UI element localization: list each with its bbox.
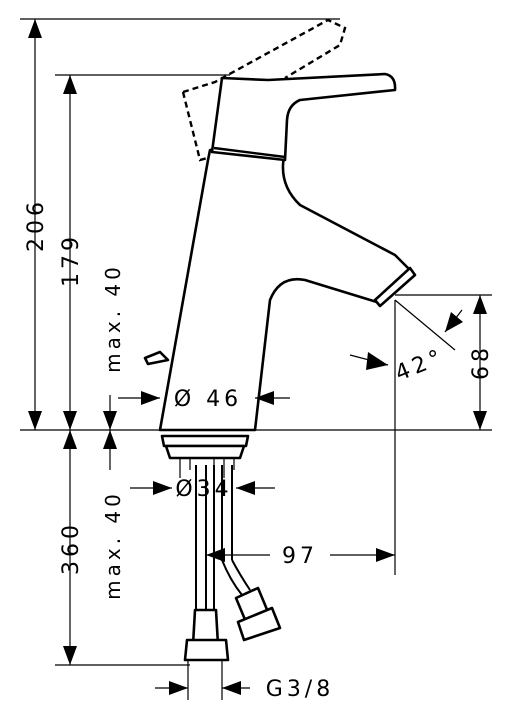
dimension-lines [28,19,487,700]
mounting-hardware [160,434,282,662]
faucet-body [143,18,417,432]
dim-hose-length: 360 [59,521,84,575]
dim-spout-height: 179 [59,233,84,287]
dim-connection: G3/8 [266,677,334,702]
dim-projection: 97 [282,544,318,569]
dim-max-lower: max. 40 [101,263,125,373]
dim-angle: 42° [392,344,449,386]
dim-outlet-height: 68 [469,344,494,380]
dim-base-diameter: Ø 46 [174,387,242,412]
dim-thread-diameter: Ø34 [175,477,232,502]
dim-max-upper: max. 40 [101,490,125,600]
dim-total-height: 206 [24,198,49,252]
